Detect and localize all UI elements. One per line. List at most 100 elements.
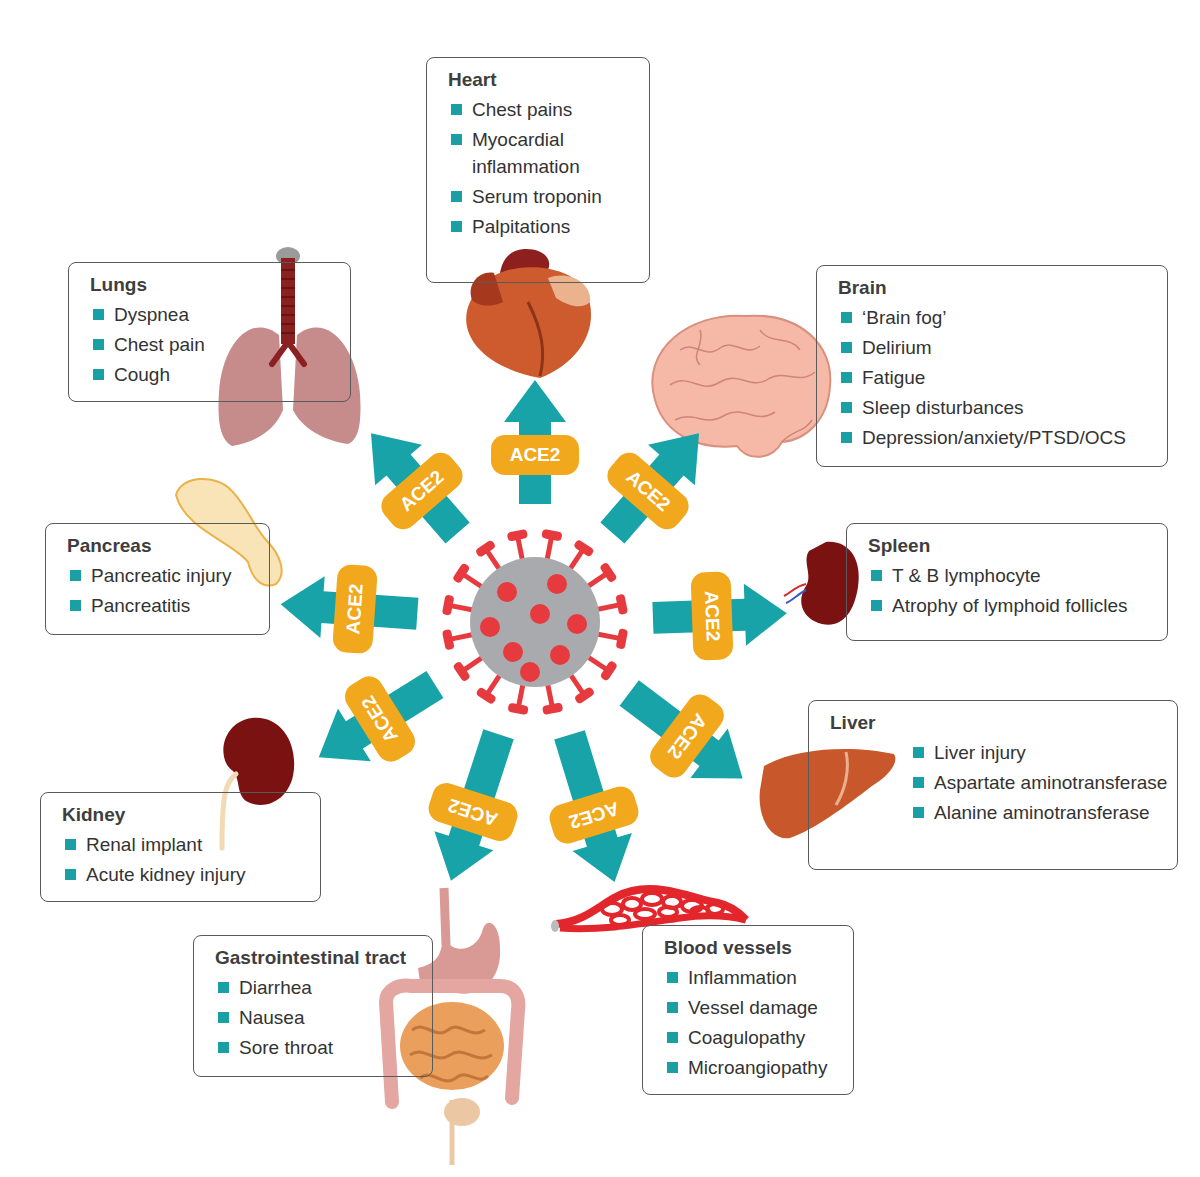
symptom-item: Alanine aminotransferase (910, 799, 1169, 826)
capillary-loop (642, 893, 662, 905)
symptom-item: Renal implant (62, 831, 312, 858)
organ-box: HeartChest painsMyocardial inflammationS… (426, 57, 650, 283)
organ-name: Pancreas (67, 534, 152, 558)
vein-line (786, 590, 806, 603)
spleen-illustration (784, 542, 859, 625)
colon-shape (386, 986, 518, 1102)
brain-shape (652, 316, 830, 457)
liver-shape (760, 749, 896, 838)
bladder-shape (444, 1098, 480, 1126)
organ-box: LiverLiver injuryAspartate aminotransfer… (808, 700, 1178, 870)
spike-cap (442, 594, 455, 615)
spike-cap (541, 529, 562, 542)
lung-lobe (219, 328, 283, 446)
virus-dot (480, 617, 500, 637)
virus-illustration (442, 529, 628, 715)
artery-line (784, 584, 806, 596)
brain-gyri (670, 330, 815, 442)
organ-name: Heart (448, 68, 497, 92)
receptor-pill: ACE2 (690, 571, 733, 660)
gastrointestinal-illustration (386, 888, 518, 1165)
receptor-pill: ACE2 (491, 435, 579, 475)
symptom-item: Serum troponin (448, 183, 641, 210)
receptor-name: ACE2 (334, 583, 377, 636)
symptom-item: Sore throat (215, 1034, 424, 1061)
intestine-folds (410, 1027, 492, 1081)
symptom-item: Atrophy of lymphoid follicles (868, 592, 1159, 619)
organ-name: Spleen (868, 534, 930, 558)
receptor-pill: ACE2 (332, 564, 378, 655)
symptom-item: ‘Brain fog’ (838, 304, 1159, 331)
organ-name: Kidney (62, 803, 125, 827)
pointer-arrow (421, 725, 528, 891)
arrow-group (278, 380, 787, 891)
spike-cap (574, 686, 596, 705)
symptom-item: Chest pain (90, 331, 342, 358)
spike-cap (475, 687, 497, 706)
spike-cap (507, 529, 528, 542)
pointer-arrow (278, 573, 419, 644)
symptom-item: Aspartate aminotransferase (910, 769, 1169, 796)
virus-dot (503, 642, 523, 662)
symptom-item: Delirium (838, 334, 1159, 361)
symptom-item: T & B lymphocyte (868, 562, 1159, 589)
spike-cap (600, 660, 619, 682)
trachea-shape (281, 258, 295, 344)
spleen-shape (801, 542, 859, 625)
receptor-name: ACE2 (510, 435, 561, 475)
spike-cap (615, 594, 628, 615)
pointer-arrow (540, 726, 644, 891)
spike-cap (442, 629, 455, 650)
capillary-loop (611, 915, 629, 925)
symptom-item: Sleep disturbances (838, 394, 1159, 421)
organ-box: Brain ‘Brain fog’ DeliriumFatigueSleep dis… (816, 265, 1168, 467)
heart-groove (528, 302, 543, 376)
spike-cap (599, 562, 618, 584)
symptom-item: Myocardial inflammation (448, 126, 641, 180)
organ-box: PancreasPancreatic injuryPancreatitis (45, 523, 270, 635)
virus-dot (567, 614, 587, 634)
liver-lobe-line (836, 752, 847, 805)
symptom-item: Acute kidney injury (62, 861, 312, 888)
symptom-item: Fatigue (838, 364, 1159, 391)
symptom-item: Liver injury (910, 739, 1169, 766)
trachea-rings (281, 270, 295, 333)
organ-box: Gastrointestinal tractDiarrheaNauseaSore… (193, 935, 433, 1077)
atrium-shape (471, 273, 503, 306)
organ-box: LungsDyspneaChest painCough (68, 262, 351, 402)
spike-cap (452, 562, 471, 584)
symptom-item: Diarrhea (215, 974, 424, 1001)
pointer-arrow (652, 582, 788, 649)
organ-box: Blood vesselsInflammationVessel damageCo… (642, 925, 854, 1095)
vessel-end (551, 920, 559, 932)
bronchi (272, 342, 304, 364)
lungs-illustration (219, 247, 361, 446)
pointer-arrow (302, 658, 451, 783)
organ-name: Lungs (90, 273, 147, 297)
organ-name: Blood vessels (664, 936, 792, 960)
spike-cap (542, 702, 563, 715)
ureter-line (222, 774, 236, 848)
symptom-item: Inflammation (664, 964, 845, 991)
atrium-shape (548, 275, 590, 306)
capillary-mesh (602, 893, 723, 925)
organ-name: Brain (838, 276, 887, 300)
symptom-item: Pancreatic injury (67, 562, 261, 589)
virus-dot (530, 604, 550, 624)
symptom-item: Dyspnea (90, 301, 342, 328)
virus-dot (520, 662, 540, 682)
organ-box: Spleen T & B lymphocyteAtrophy of lymphoi… (846, 523, 1168, 641)
pointer-arrow (611, 668, 762, 803)
spike-cap (507, 703, 528, 716)
heart-shape (466, 267, 591, 378)
symptom-item: Vessel damage (664, 994, 845, 1021)
pointer-arrow (348, 413, 481, 553)
symptom-item: Microangiopathy (664, 1054, 845, 1081)
virus-dot (547, 574, 567, 594)
esophagus-shape (444, 888, 446, 945)
symptom-item: Coagulopathy (664, 1024, 845, 1051)
symptom-item: Palpitations (448, 213, 641, 240)
spike-cap (452, 661, 471, 683)
symptom-item: Nausea (215, 1004, 424, 1031)
